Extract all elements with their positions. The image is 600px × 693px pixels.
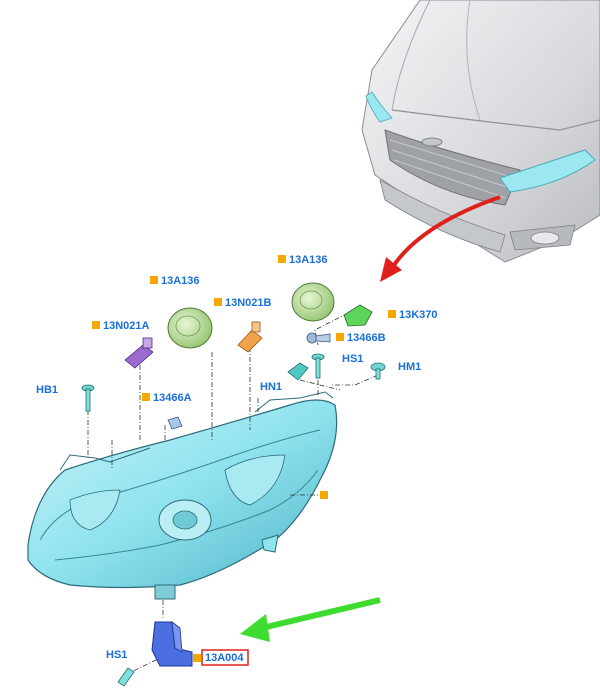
bracket-13A004 <box>151 621 193 667</box>
headlamp-assembly <box>27 391 338 600</box>
marker-13A136-right <box>278 255 286 263</box>
marker-13N021B <box>214 298 222 306</box>
label-HM1: HM1 <box>398 361 421 373</box>
marker-13A136-left <box>150 276 158 284</box>
marker-13N021A <box>92 321 100 329</box>
label-13K370: 13K370 <box>399 309 438 321</box>
label-13A004: 13A004 <box>205 652 244 664</box>
bolt-HN1 <box>287 362 309 381</box>
label-13466B: 13466B <box>347 332 386 344</box>
label-HS1-top: HS1 <box>342 353 363 365</box>
label-13466A: 13466A <box>153 392 192 404</box>
bulb-13N021A <box>124 337 154 369</box>
bolt-HB1 <box>81 384 95 412</box>
part-labels: 13A136 13A136 13N021B 13N021A 13K370 134… <box>36 254 438 666</box>
dust-cap-right <box>291 282 335 322</box>
screw-HM1 <box>370 362 386 380</box>
highlight-box-13A004 <box>201 649 249 666</box>
dust-cap-left <box>167 307 213 349</box>
red-arrow <box>380 195 501 282</box>
label-HS1-bottom: HS1 <box>106 649 127 661</box>
green-arrow <box>240 597 381 642</box>
connector-13K370 <box>343 304 373 327</box>
label-13A136-left: 13A136 <box>161 275 200 287</box>
marker-headlamp-unlabeled <box>320 491 328 499</box>
label-13A136-right: 13A136 <box>289 254 328 266</box>
label-HN1: HN1 <box>260 381 282 393</box>
socket-13466B <box>306 332 331 344</box>
car-front-illustration <box>361 0 600 263</box>
screw-HS1-bottom <box>117 667 135 687</box>
socket-13466A <box>167 416 183 430</box>
marker-13466A <box>142 393 150 401</box>
marker-13466B <box>336 333 344 341</box>
label-13N021A: 13N021A <box>103 320 150 332</box>
bulb-13N021B <box>237 321 263 353</box>
label-HB1: HB1 <box>36 384 58 396</box>
screw-HS1-top <box>311 353 325 379</box>
label-13N021B: 13N021B <box>225 297 272 309</box>
marker-13A004 <box>193 654 201 662</box>
marker-13K370 <box>388 310 396 318</box>
